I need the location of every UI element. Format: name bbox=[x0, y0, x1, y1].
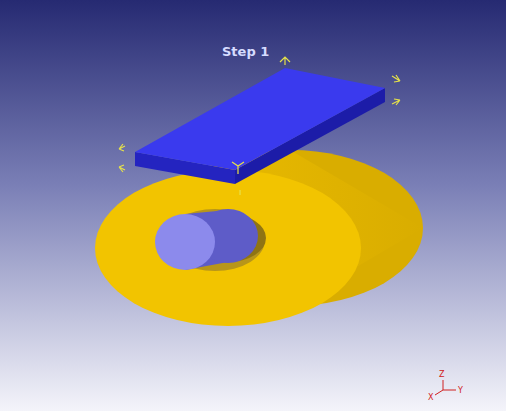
axis-triad bbox=[435, 380, 456, 395]
blue-plate bbox=[135, 68, 385, 184]
axis-label: Y bbox=[458, 386, 463, 395]
boundary-markers bbox=[119, 57, 400, 195]
yellow-disc bbox=[95, 150, 423, 326]
axis-label: X bbox=[428, 393, 433, 402]
step-title: Step 1 bbox=[222, 44, 269, 59]
axis-label: Z bbox=[439, 370, 444, 379]
blue-shaft bbox=[155, 209, 258, 270]
